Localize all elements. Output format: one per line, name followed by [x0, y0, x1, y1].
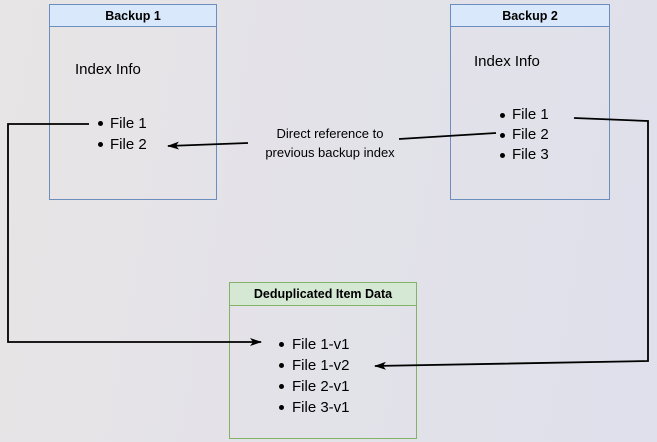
backup2-title: Backup 2 — [451, 5, 609, 27]
list-item: File 2-v1 — [279, 376, 350, 397]
list-item: File 1-v2 — [279, 355, 350, 376]
list-item: File 2 — [98, 134, 147, 155]
backup2-file-list: File 1 File 2 File 3 — [500, 105, 549, 165]
backup1-box: Backup 1 — [49, 4, 217, 200]
list-item: File 3-v1 — [279, 397, 350, 418]
edge-label-line2: previous backup index — [265, 145, 395, 160]
dedup-file-list: File 1-v1 File 1-v2 File 2-v1 File 3-v1 — [279, 334, 350, 418]
backup1-title: Backup 1 — [50, 5, 216, 27]
list-item: File 1-v1 — [279, 334, 350, 355]
backup1-file-list: File 1 File 2 — [98, 113, 147, 155]
dedup-box: Deduplicated Item Data — [229, 282, 417, 439]
backup1-index-info-label: Index Info — [75, 61, 141, 78]
list-item: File 1 — [98, 113, 147, 134]
edge-label-line1: Direct reference to — [276, 126, 384, 141]
list-item: File 1 — [500, 105, 549, 125]
dedup-title: Deduplicated Item Data — [230, 283, 416, 306]
backup2-box: Backup 2 — [450, 4, 610, 200]
backup2-index-info-label: Index Info — [474, 53, 540, 70]
list-item: File 2 — [500, 125, 549, 145]
direct-reference-edge-label: Direct reference to previous backup inde… — [240, 124, 420, 162]
list-item: File 3 — [500, 145, 549, 165]
